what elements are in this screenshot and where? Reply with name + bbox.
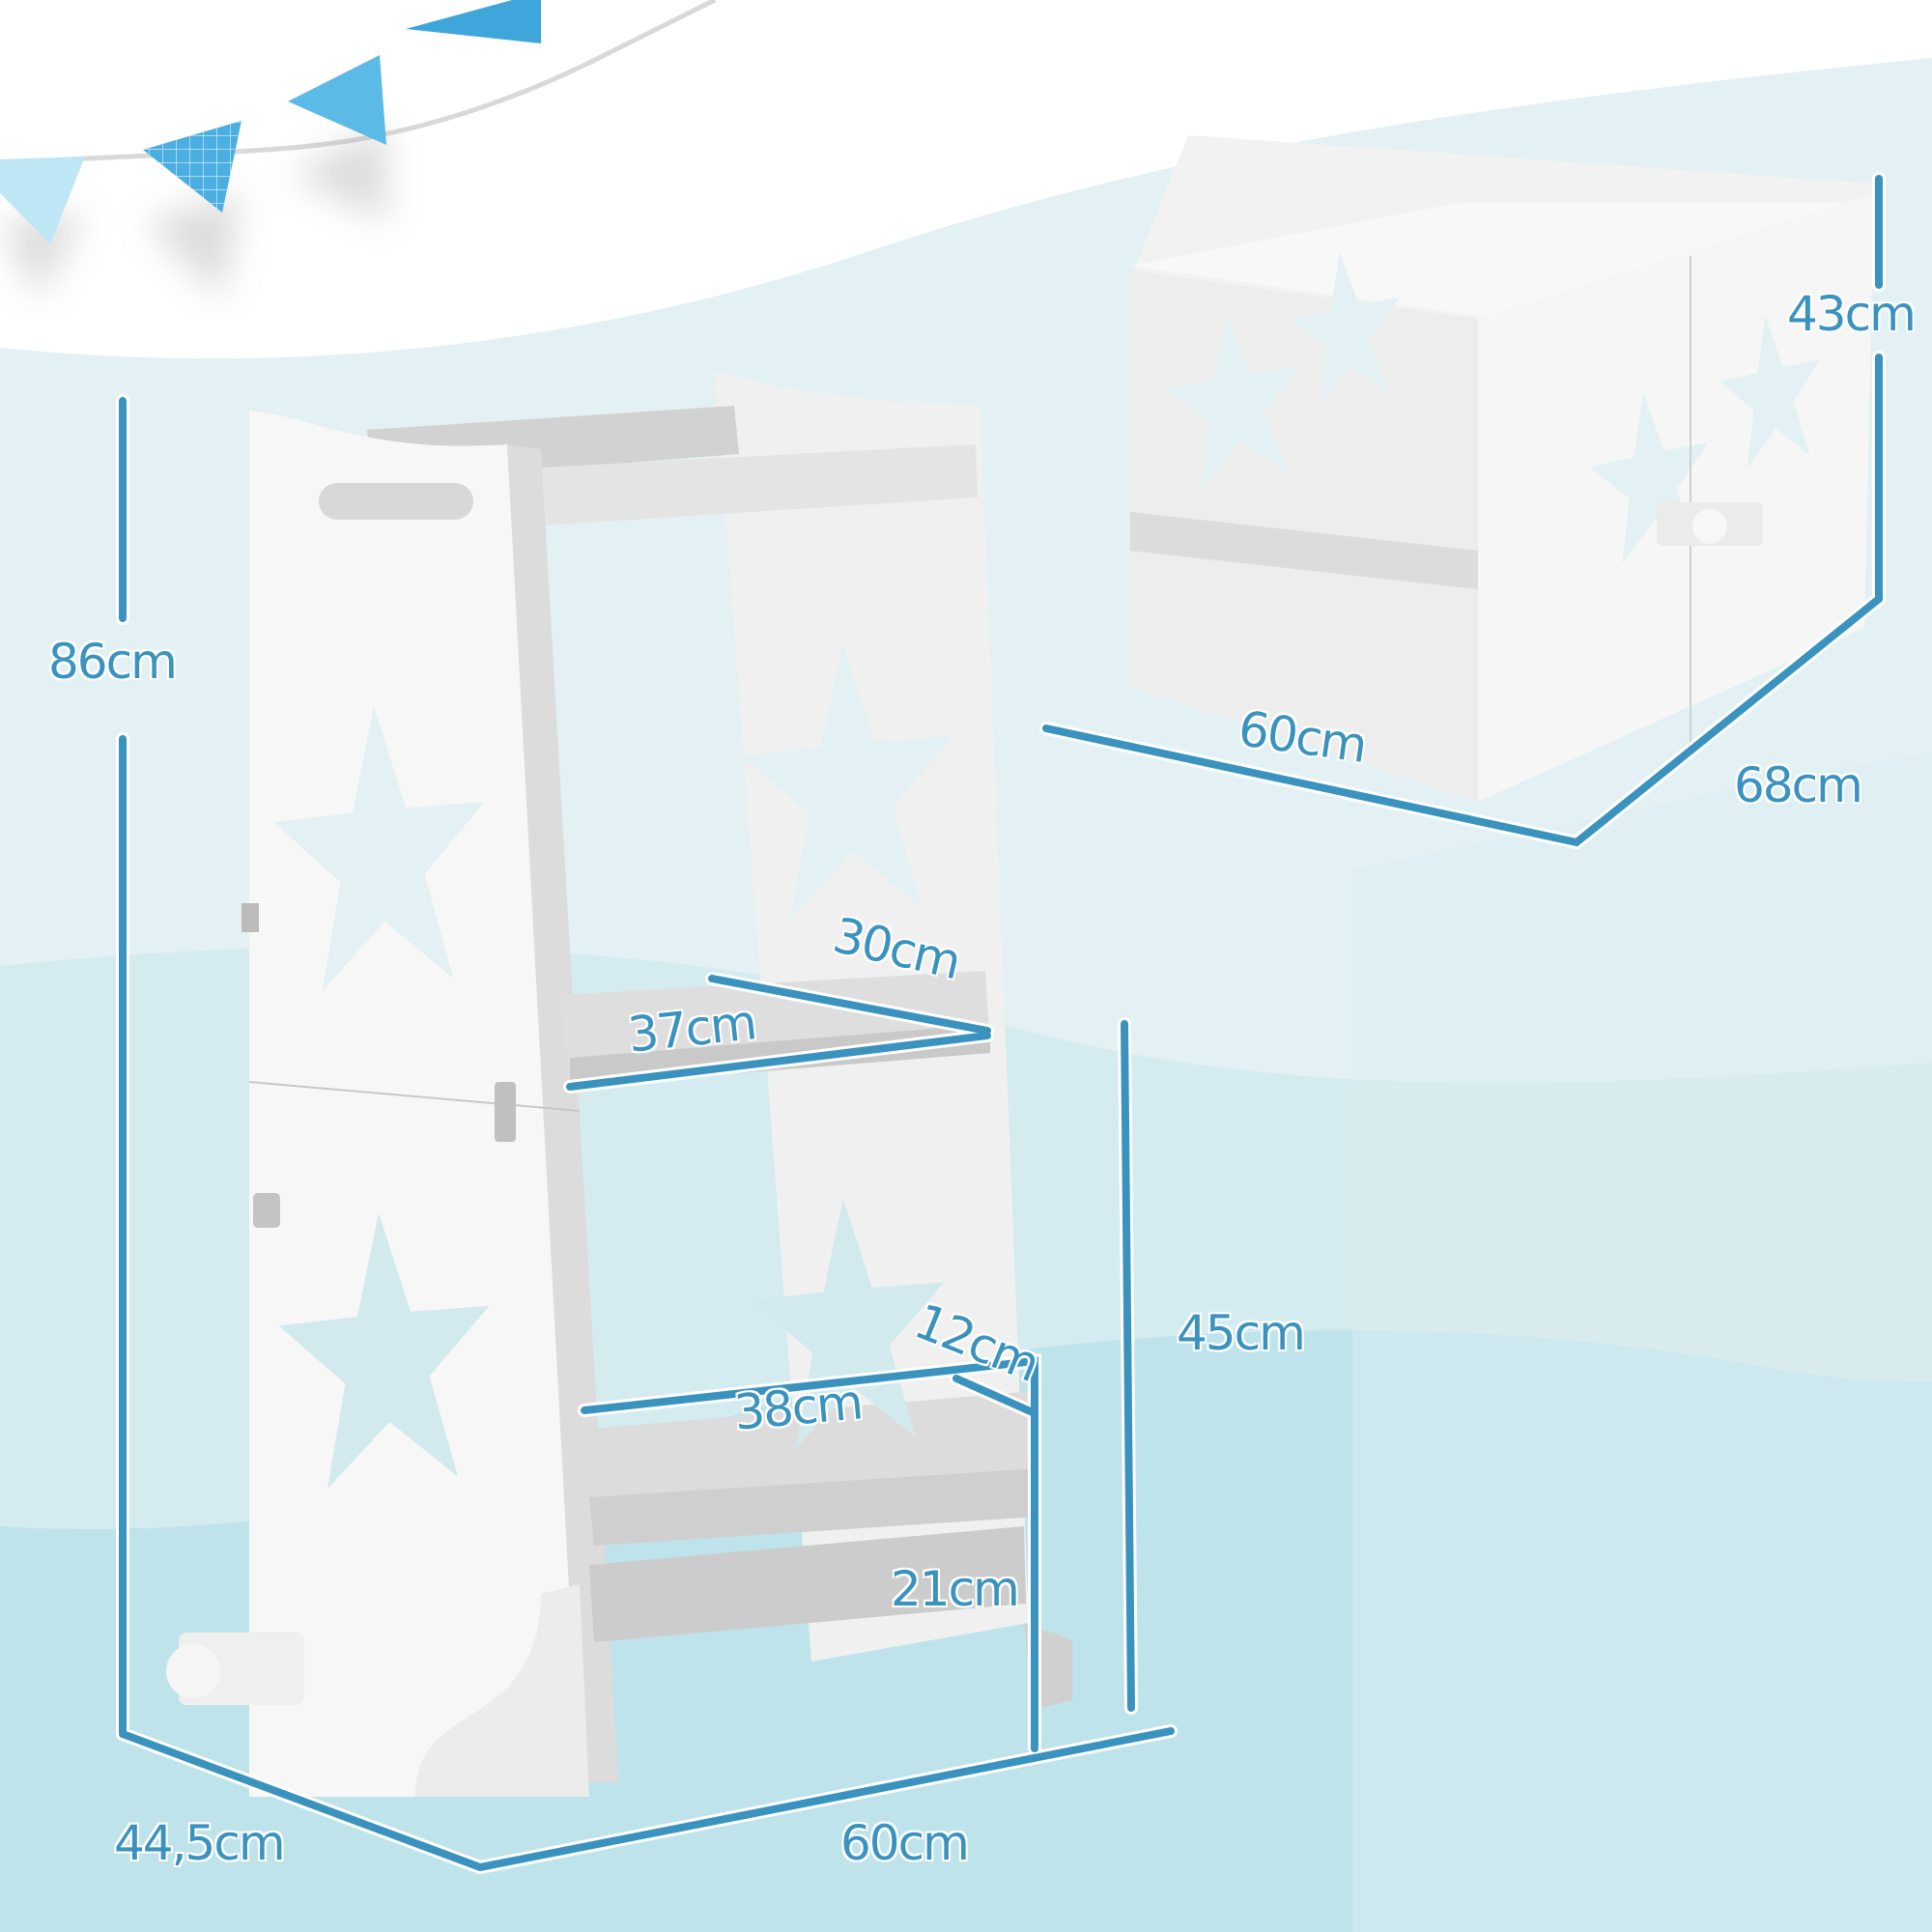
folded-height-label: 43cm (1787, 286, 1917, 342)
bunting-decoration (0, 0, 717, 299)
lower-step-height-label: 21cm (891, 1561, 1020, 1617)
tower-width-label: 60cm (840, 1815, 970, 1871)
upper-step-width-label: 37cm (625, 994, 758, 1064)
upper-step-height-label: 45cm (1177, 1305, 1306, 1361)
folded-table-illustration (1130, 135, 1884, 802)
lower-step-width-label: 38cm (731, 1374, 865, 1441)
learning-tower-illustration (166, 372, 1072, 1797)
folded-length-label: 68cm (1734, 757, 1863, 813)
dimension-lines-blue (119, 175, 1883, 1872)
tower-height-label: 86cm (48, 634, 178, 690)
tower-depth-label: 44,5cm (114, 1815, 286, 1871)
